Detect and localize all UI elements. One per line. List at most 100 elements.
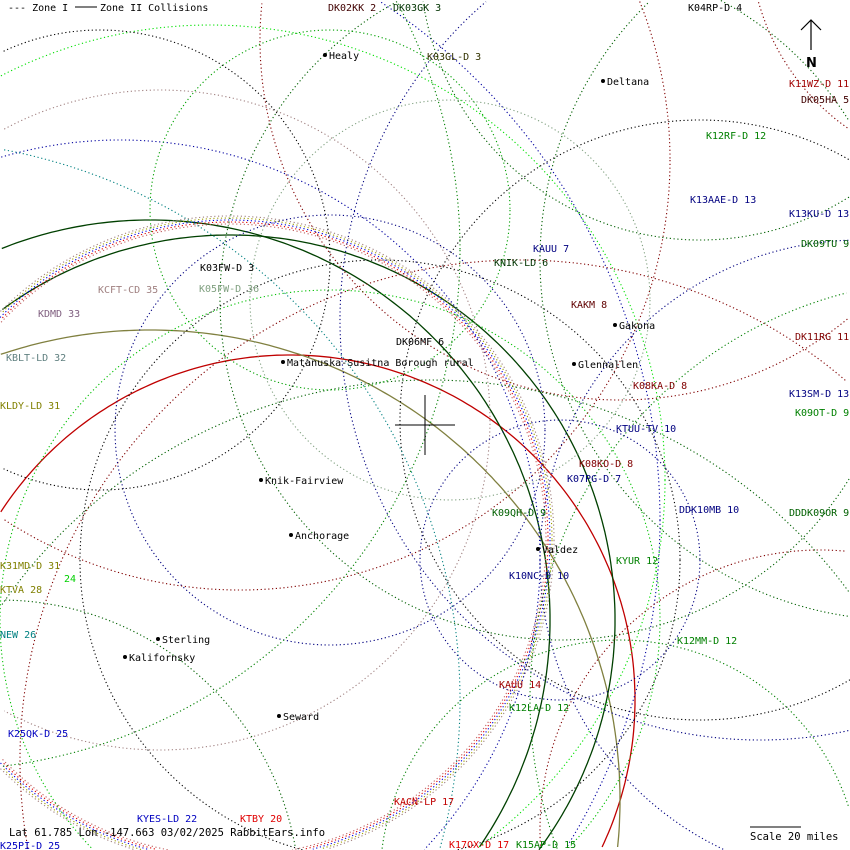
station-label[interactable]: KDMD 33	[38, 309, 80, 320]
station-label[interactable]: K10NC-D 10	[509, 571, 569, 582]
station-label[interactable]: 24	[64, 574, 76, 585]
station-label[interactable]: DDDK09OR 9	[789, 508, 849, 519]
station-label[interactable]: KYES-LD 22	[137, 814, 197, 825]
station-label[interactable]: K03GL-D 3	[427, 52, 481, 63]
zone1-contour	[321, 540, 553, 850]
footer-info: Lat 61.785 Lon -147.663 03/02/2025 Rabbi…	[9, 827, 325, 839]
zone1-contour	[639, 1, 671, 160]
station-label[interactable]: KAUU 7	[533, 244, 569, 255]
zone2-collision-contour	[2, 234, 616, 620]
city-marker: Anchorage	[289, 531, 349, 542]
station-label[interactable]: K13KU-D 13	[789, 209, 849, 220]
zone1-contour	[565, 520, 661, 849]
zone1-contour	[399, 119, 850, 721]
zone1-contour	[2, 221, 549, 540]
station-label[interactable]: KTUU-TV 10	[616, 424, 676, 435]
city-marker: Kalifornsky	[123, 653, 195, 664]
station-label[interactable]: KACN-LP 17	[394, 797, 454, 808]
station-label[interactable]: DK11RG 11	[795, 332, 849, 343]
zone2-collision-contour	[601, 700, 636, 848]
station-label[interactable]: K04RP-D 4	[688, 3, 742, 14]
zone1-contour	[114, 214, 546, 646]
zone1-contour	[422, 1, 850, 241]
city-label: Knik-Fairview	[265, 476, 344, 487]
station-label[interactable]: KTVA 28	[0, 585, 42, 596]
station-label[interactable]: DDK10MB 10	[679, 505, 739, 516]
station-label[interactable]: K07PG-D 7	[567, 474, 621, 485]
station-label[interactable]: K17OX-D 17	[449, 840, 509, 850]
station-label[interactable]: DK09TU 9	[801, 239, 849, 250]
station-label[interactable]: K13AAE-D 13	[690, 195, 756, 206]
station-label[interactable]: KAUU 14	[499, 680, 541, 691]
city-label: Gakona	[619, 321, 655, 332]
city-dot-icon	[613, 323, 617, 327]
station-label[interactable]: KTBY 20	[240, 814, 282, 825]
zone1-contour	[3, 89, 491, 420]
station-label[interactable]: KNIK-LD 6	[494, 258, 548, 269]
station-label[interactable]: K31MD-D 31	[0, 561, 60, 572]
station-label[interactable]: K11WZ-D 11	[789, 79, 849, 90]
zone2-collision-contour	[616, 800, 621, 848]
zone1-contour	[529, 292, 847, 849]
station-label[interactable]: NEW 26	[0, 630, 36, 641]
station-label[interactable]: KYUR 12	[616, 556, 658, 567]
station-label[interactable]: K25PI-D 25	[0, 841, 60, 850]
zone2-collision-contour	[538, 620, 616, 850]
city-dot-icon	[277, 714, 281, 718]
crosshair-icon	[395, 395, 455, 455]
city-marker: Deltana	[601, 77, 649, 88]
zone1-contour	[568, 620, 661, 849]
zone1-contour	[259, 3, 848, 401]
zone1-contour	[438, 700, 461, 850]
station-label[interactable]: K08KO-D 8	[579, 459, 633, 470]
station-label[interactable]: KLDY-LD 31	[0, 401, 60, 412]
city-marker: Gakona	[613, 321, 655, 332]
city-label: Matanuska-Susitna Borough rural	[287, 358, 474, 369]
zone1-contour	[423, 560, 541, 850]
station-label[interactable]: KAKM 8	[571, 300, 607, 311]
station-label[interactable]: KCFT-CD 35	[98, 285, 158, 296]
zone1-contour	[339, 1, 849, 741]
city-marker: Healy	[323, 51, 359, 62]
station-label[interactable]: K12LA-D 12	[509, 703, 569, 714]
zone1-contour	[3, 420, 491, 751]
station-label[interactable]: KBLT-LD 32	[6, 353, 66, 364]
station-label[interactable]: DK02KK 2	[328, 3, 376, 14]
zone2-collision-contour	[479, 620, 551, 847]
zone1-contour	[249, 99, 651, 501]
zone1-contour	[19, 259, 848, 849]
zone1-contour	[3, 259, 331, 491]
station-label[interactable]: K09OT-D 9	[795, 408, 849, 419]
city-dot-icon	[572, 362, 576, 366]
zone1-contour	[5, 599, 296, 848]
station-label[interactable]: K09QH-D 9	[492, 508, 546, 519]
zone1-contour	[312, 540, 551, 850]
station-label[interactable]: K25QK-D 25	[8, 729, 68, 740]
station-label[interactable]: K15AP-D 15	[516, 840, 576, 850]
city-marker: Valdez	[536, 545, 578, 556]
station-label[interactable]: K08KA-D 8	[633, 381, 687, 392]
zone1-contour	[79, 259, 681, 850]
zone1-contour	[0, 219, 551, 540]
station-label[interactable]: DK03GK 3	[393, 3, 441, 14]
station-label[interactable]: DK05HA 5	[801, 95, 849, 106]
station-labels: DK02KK 2 DK03GK 3 K04RP-D 4 K03GL-D 3 K1…	[0, 3, 849, 850]
scale-label: Scale 20 miles	[750, 831, 839, 843]
station-label[interactable]: K13SM-D 13	[789, 389, 849, 400]
zone1-contour	[149, 29, 511, 391]
zone1-contour	[1, 139, 541, 560]
city-label: Healy	[329, 51, 359, 62]
city-label: Valdez	[542, 545, 578, 556]
city-dot-icon	[536, 547, 540, 551]
zone1-contour	[2, 160, 671, 591]
station-label[interactable]: K12RF-D 12	[706, 131, 766, 142]
zone2-collision-contour	[0, 329, 621, 800]
station-label[interactable]: K12MM-D 12	[677, 636, 737, 647]
station-label[interactable]: K05FW-D 36	[199, 284, 259, 295]
zone1-contour	[539, 1, 848, 617]
station-label[interactable]: DK06MF 6	[396, 337, 444, 348]
city-label: Deltana	[607, 77, 649, 88]
station-label[interactable]: K03FW-D 3	[200, 263, 254, 274]
